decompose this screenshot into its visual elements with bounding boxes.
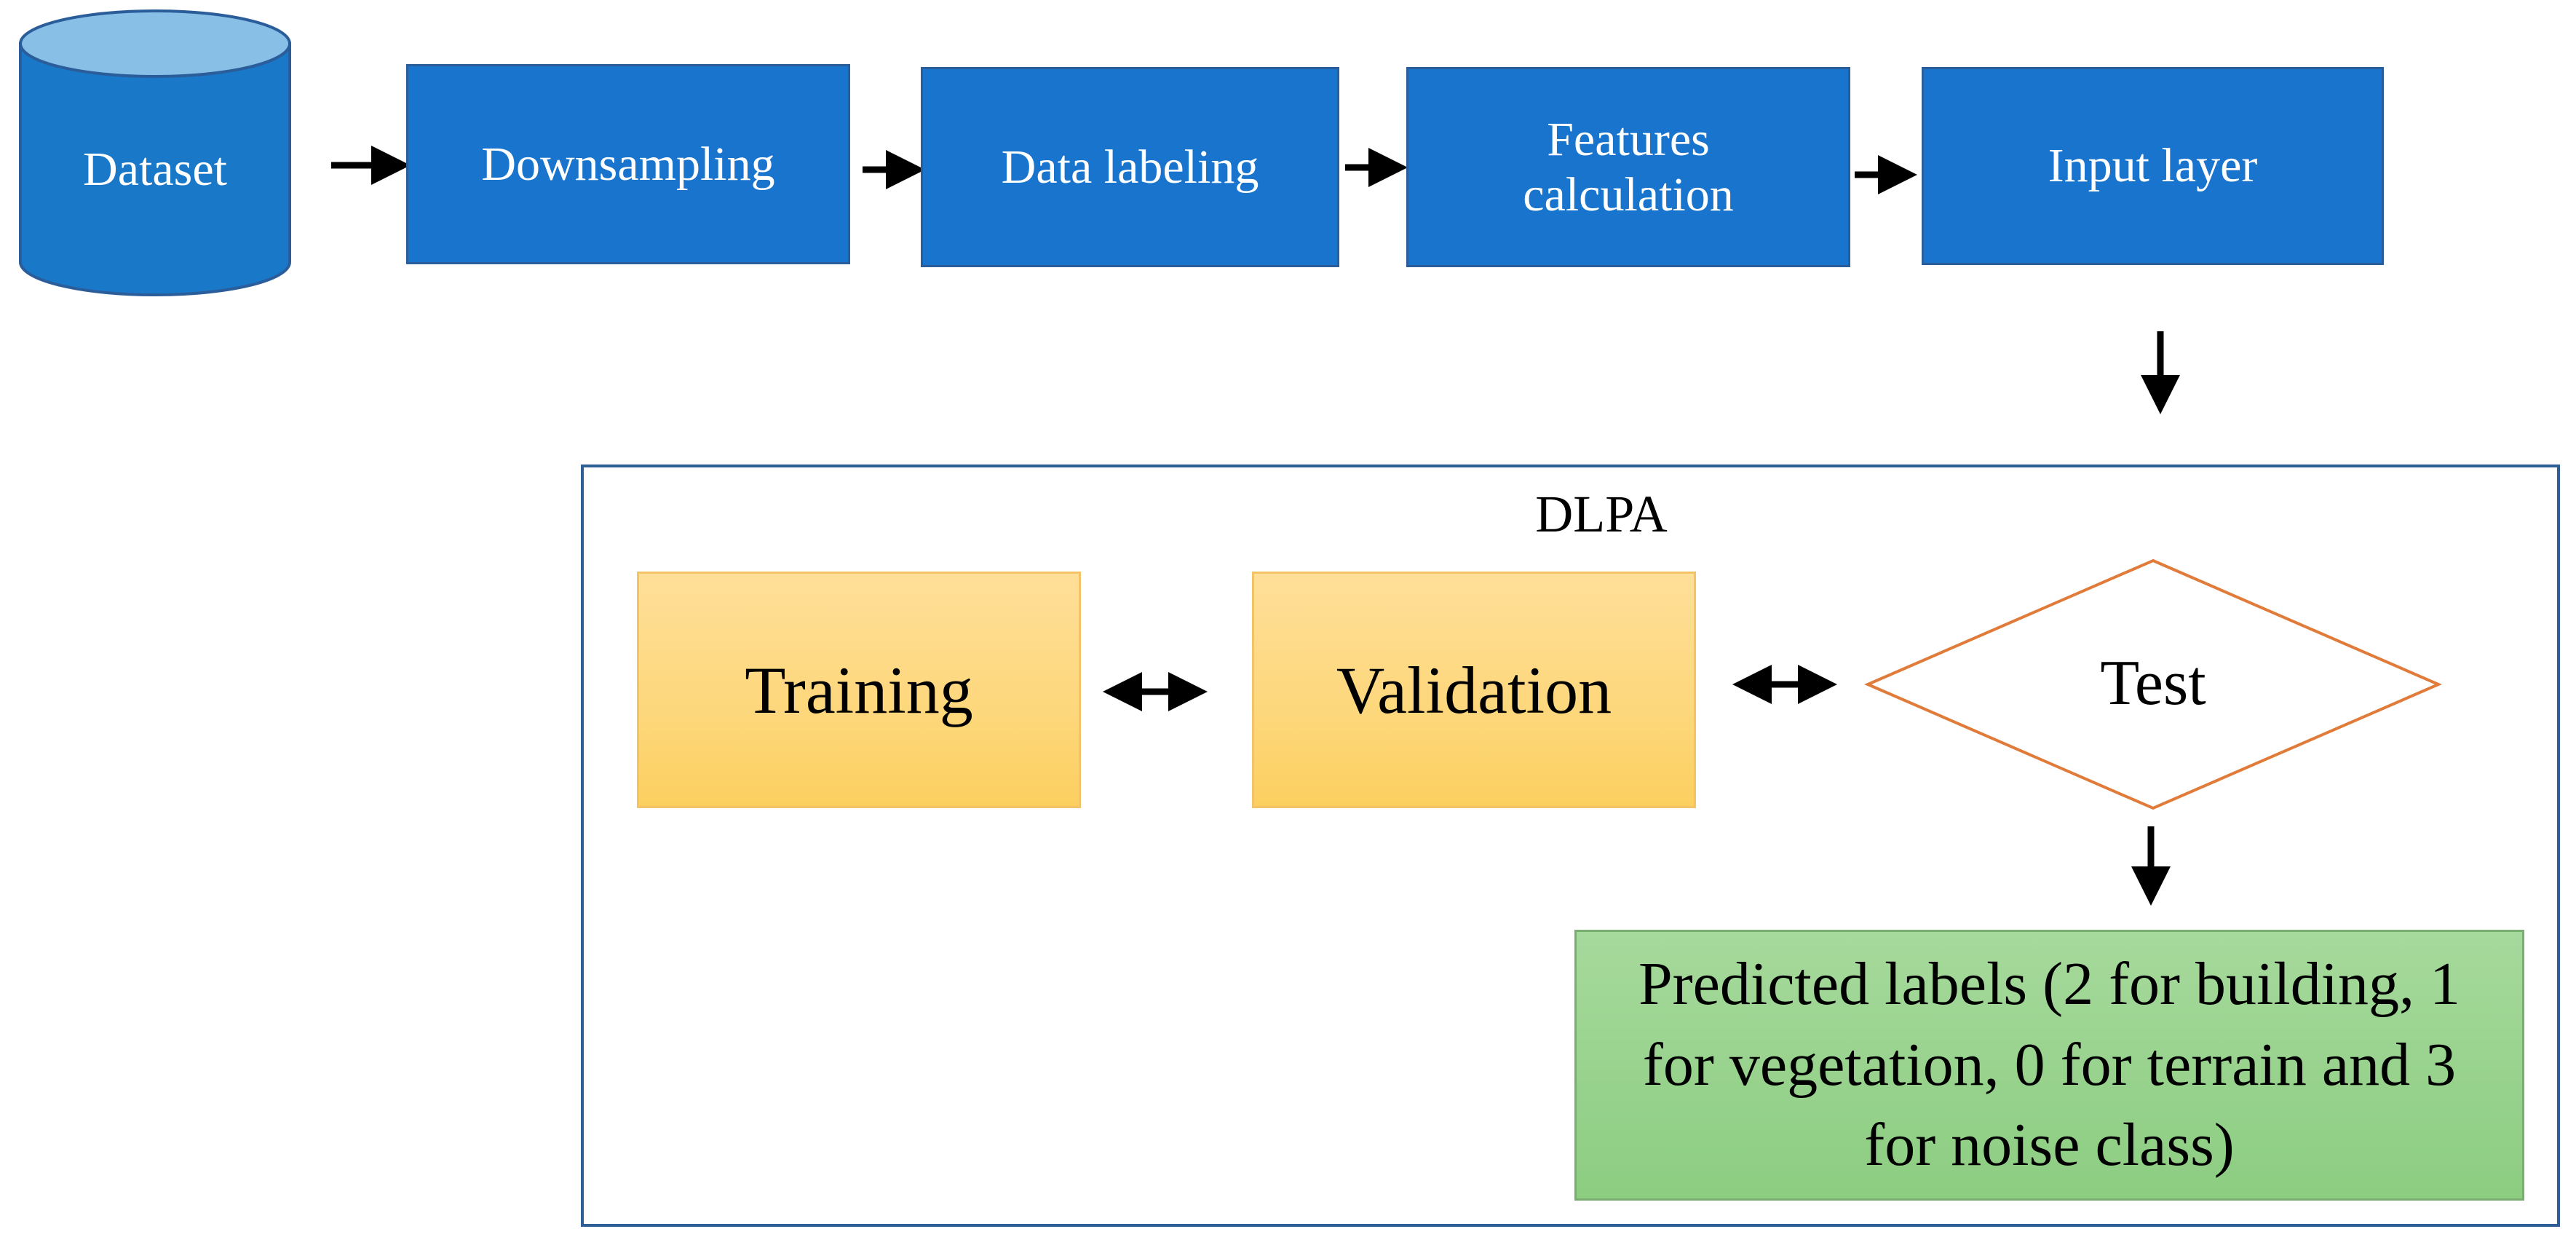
- data-labeling-box: Data labeling: [921, 67, 1339, 267]
- validation-label: Validation: [1336, 652, 1612, 727]
- input-layer-box: Input layer: [1922, 67, 2384, 265]
- features-calculation-label-line2: calculation: [1523, 167, 1734, 221]
- training-box: Training: [637, 572, 1081, 808]
- dataset-label: Dataset: [83, 143, 227, 196]
- dlpa-group-frame: [581, 465, 2560, 1227]
- input-layer-label: Input layer: [2048, 139, 2258, 193]
- dataset-cylinder: [19, 9, 291, 296]
- data-labeling-label: Data labeling: [1001, 140, 1259, 194]
- test-label: Test: [2100, 648, 2206, 719]
- predicted-labels-line1: Predicted labels (2 for building, 1: [1638, 949, 2461, 1018]
- features-calculation-box: Features calculation: [1406, 67, 1850, 267]
- downsampling-box: Downsampling: [406, 64, 850, 264]
- dlpa-title: DLPA: [1535, 485, 1668, 543]
- downsampling-label: Downsampling: [481, 137, 775, 191]
- predicted-labels-line2: for vegetation, 0 for terrain and 3: [1642, 1030, 2457, 1099]
- test-diamond: [1863, 558, 2443, 810]
- predicted-labels-line3: for noise class): [1864, 1111, 2235, 1179]
- validation-box: Validation: [1252, 572, 1696, 808]
- predicted-labels-box: Predicted labels (2 for building, 1 for …: [1574, 930, 2524, 1201]
- features-calculation-label-line1: Features: [1547, 112, 1710, 166]
- training-label: Training: [745, 652, 973, 727]
